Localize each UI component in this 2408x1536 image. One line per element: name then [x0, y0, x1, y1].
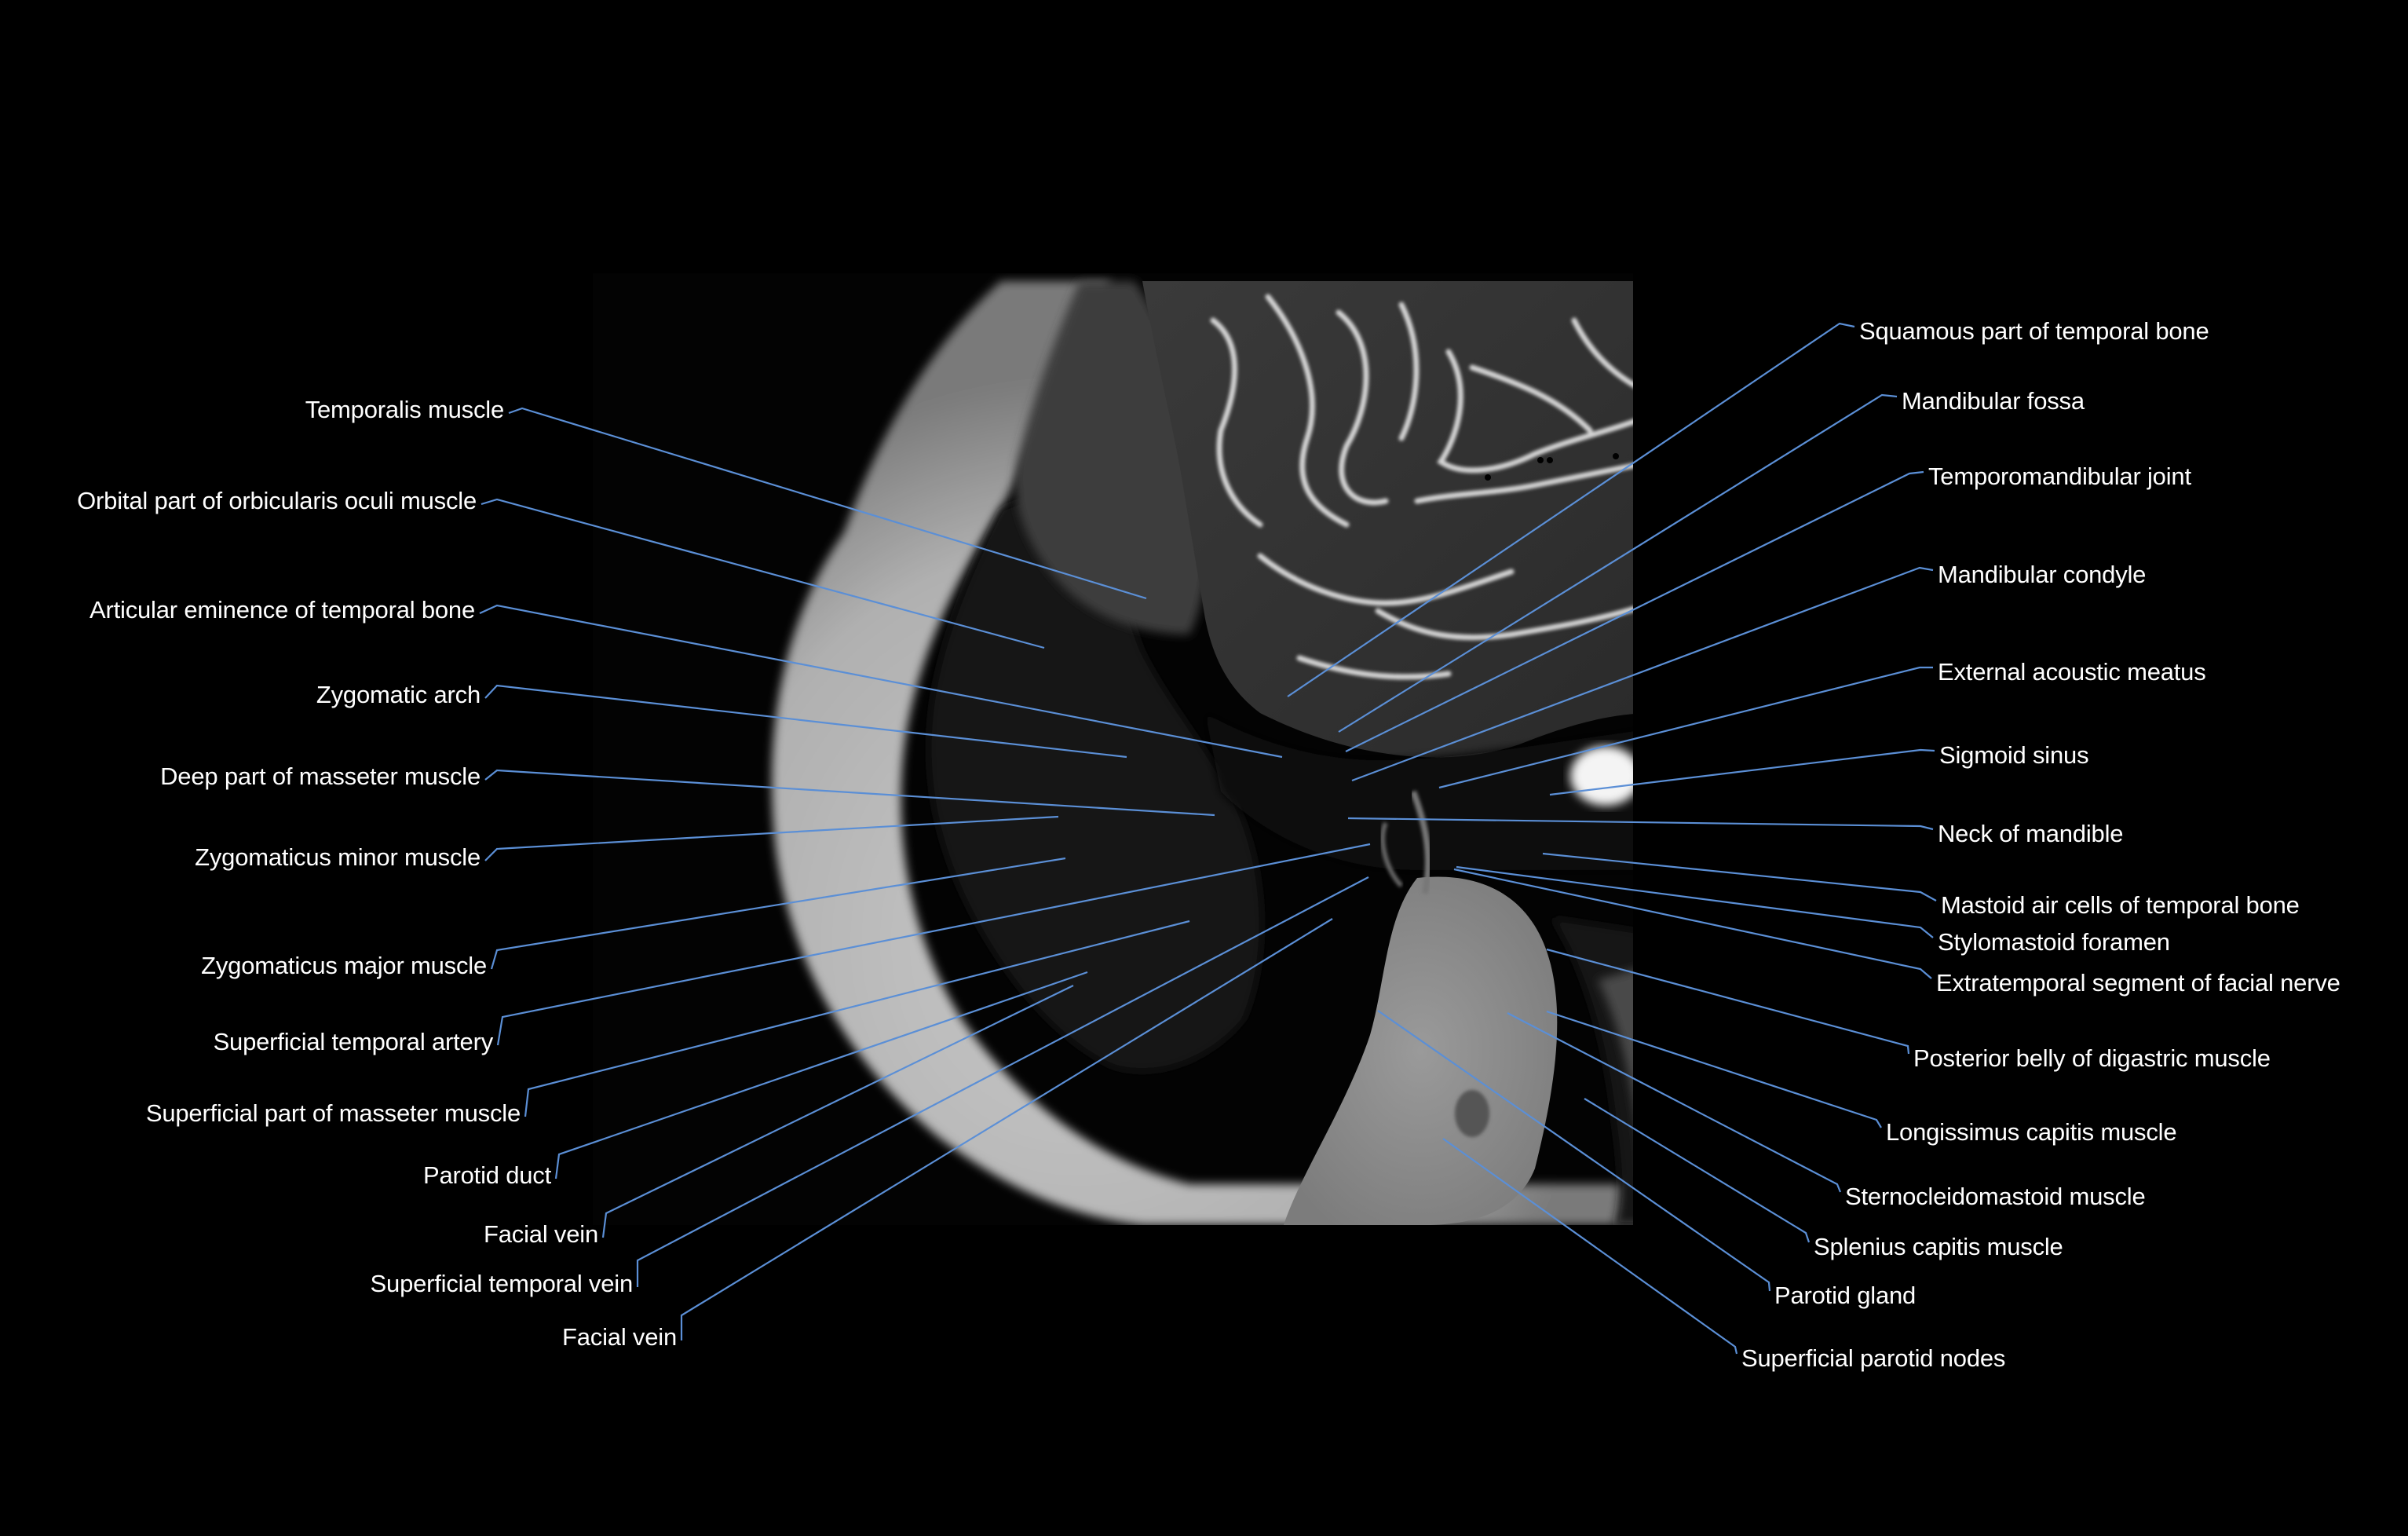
label-splenius-capitis-muscle: Splenius capitis muscle [1814, 1233, 2063, 1260]
label-parotid-duct: Parotid duct [422, 1161, 551, 1189]
label-superficial-parotid-nodes: Superficial parotid nodes [1741, 1344, 2006, 1372]
facial-vein-leader-line [601, 985, 1074, 1238]
zygomaticus-minor-muscle-leader-line [484, 815, 1059, 861]
label-orbital-part-of-orbicularis-oculi-muscle: Orbital part of orbicularis oculi muscle [77, 487, 477, 514]
temporalis-muscle-leader-line [508, 407, 1147, 600]
label-superficial-temporal-vein: Superficial temporal vein [370, 1270, 634, 1297]
label-mandibular-condyle: Mandibular condyle [1938, 561, 2147, 588]
label-superficial-part-of-masseter-muscle: Superficial part of masseter muscle [145, 1099, 521, 1127]
posterior-belly-of-digastric-muscle-leader-line [1546, 948, 1910, 1055]
label-mastoid-air-cells-of-temporal-bone: Mastoid air cells of temporal bone [1941, 891, 2300, 919]
label-squamous-part-of-temporal-bone: Squamous part of temporal bone [1859, 317, 2209, 345]
parotid-duct-leader-line [554, 971, 1088, 1179]
parotid-gland-leader-line [1377, 1010, 1771, 1292]
label-facial-vein: Facial vein [484, 1220, 598, 1248]
longissimus-capitis-muscle-leader-line [1546, 1010, 1882, 1128]
squamous-part-of-temporal-bone-leader-line [1287, 322, 1855, 697]
label-parotid-gland: Parotid gland [1774, 1282, 1917, 1309]
articular-eminence-of-temporal-bone-leader-line [479, 604, 1283, 759]
label-neck-of-mandible: Neck of mandible [1938, 820, 2124, 847]
mandibular-fossa-leader-line [1338, 393, 1898, 733]
label-deep-part-of-masseter-muscle: Deep part of masseter muscle [160, 763, 481, 790]
external-acoustic-meatus-leader-line [1438, 666, 1933, 789]
label-superficial-temporal-artery: Superficial temporal artery [213, 1028, 494, 1055]
facial-vein-leader-line [680, 918, 1333, 1340]
label-articular-eminence-of-temporal-bone: Articular eminence of temporal bone [90, 596, 475, 624]
label-mandibular-fossa: Mandibular fossa [1902, 387, 2085, 415]
orbital-part-of-orbicularis-oculi-muscle-leader-line [481, 498, 1045, 649]
label-longissimus-capitis-muscle: Longissimus capitis muscle [1886, 1118, 2177, 1146]
mandibular-condyle-leader-line [1351, 566, 1934, 782]
temporomandibular-joint-leader-line [1345, 470, 1924, 752]
extratemporal-segment-of-facial-nerve-leader-line [1453, 868, 1932, 979]
label-zygomatic-arch: Zygomatic arch [316, 681, 481, 708]
mastoid-air-cells-of-temporal-bone-leader-line [1542, 852, 1937, 901]
zygomaticus-major-muscle-leader-line [490, 857, 1066, 970]
sternocleidomastoid-muscle-leader-line [1507, 1012, 1842, 1193]
sigmoid-sinus-leader-line [1549, 748, 1935, 796]
zygomatic-arch-leader-line [484, 684, 1127, 759]
superficial-temporal-vein-leader-line [636, 876, 1369, 1287]
stylomastoid-foramen-leader-line [1456, 865, 1934, 938]
label-temporomandibular-joint: Temporomandibular joint [1928, 463, 2191, 490]
label-posterior-belly-of-digastric-muscle: Posterior belly of digastric muscle [1913, 1044, 2271, 1072]
neck-of-mandible-leader-line [1347, 817, 1934, 831]
label-sigmoid-sinus: Sigmoid sinus [1939, 741, 2089, 769]
deep-part-of-masseter-muscle-leader-line [484, 769, 1215, 817]
label-extratemporal-segment-of-facial-nerve: Extratemporal segment of facial nerve [1936, 969, 2340, 997]
label-facial-vein: Facial vein [562, 1323, 677, 1351]
label-zygomaticus-minor-muscle: Zygomaticus minor muscle [195, 843, 481, 871]
superficial-parotid-nodes-leader-line [1442, 1138, 1738, 1355]
label-sternocleidomastoid-muscle: Sternocleidomastoid muscle [1845, 1183, 2146, 1210]
superficial-temporal-artery-leader-line [496, 843, 1371, 1046]
label-external-acoustic-meatus: External acoustic meatus [1938, 658, 2206, 686]
mri-slice-graphic [593, 273, 1653, 1225]
label-temporalis-muscle: Temporalis muscle [305, 396, 504, 423]
label-stylomastoid-foramen: Stylomastoid foramen [1938, 928, 2170, 956]
superficial-part-of-masseter-muscle-leader-line [524, 920, 1190, 1117]
label-zygomaticus-major-muscle: Zygomaticus major muscle [201, 952, 487, 979]
mri-image [593, 273, 1653, 1225]
splenius-capitis-muscle-leader-line [1584, 1098, 1811, 1243]
